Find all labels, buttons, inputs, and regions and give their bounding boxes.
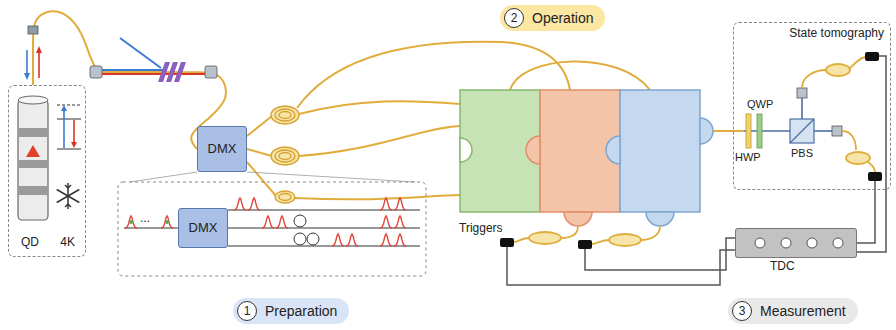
photon-pulse [161,216,173,228]
snowflake-symbol [57,183,80,209]
fiber-spool [271,106,299,203]
operation-puzzle [460,90,713,226]
step-badge: 2 Operation [500,5,605,31]
step-number: 3 [732,301,752,321]
step-title: Operation [532,10,593,26]
photon-dot [165,220,169,224]
device-label: TDC [770,260,795,274]
photon-pulse [332,234,344,246]
photon-pulse [276,216,288,228]
demultiplexer-box: DMX [197,126,247,172]
device-label: DMX [189,221,218,236]
demultiplexer-box: DMX [178,208,228,248]
step-title: Preparation [265,303,337,319]
component-label: HWP [734,152,762,163]
photon-pulse [248,198,260,210]
photon-pulse [380,234,392,246]
component-label: Triggers [458,222,504,234]
photon-dot [129,220,133,224]
tdc-box: TDC [735,228,857,258]
tdc-body [735,228,857,258]
component-label: QWP [746,99,774,110]
photon-pulse [394,234,406,246]
photon-pulse [125,216,137,228]
step-title: Measurement [760,303,846,319]
temperature-label: 4K [60,236,75,250]
filter-optics [90,38,217,82]
step-badge: 3 Measurement [728,298,858,324]
ellipsis-mark: ... [139,212,151,224]
step-number: 2 [504,8,524,28]
cryostat-region: QD 4K [8,85,86,257]
energy-level-diagram [57,105,81,149]
signal-cable [857,190,875,243]
photon-pulse [380,216,392,228]
photon-pulse [234,198,246,210]
dmx-inset [118,172,426,276]
tomography-optics [744,57,875,172]
photon-pulse [394,198,406,210]
signal-wire [507,56,886,285]
photon-pulse [262,216,274,228]
cryostat-illustration [18,26,48,220]
photon-pulse [380,198,392,210]
step-number: 1 [237,301,257,321]
step-badge: 1 Preparation [233,298,349,324]
region-title: State tomography [789,27,884,41]
device-label: QD [21,236,39,250]
component-label: PBS [790,148,814,159]
photon-pulse [346,234,358,246]
device-label: DMX [208,142,237,157]
detector-symbol [500,52,882,249]
photon-pulse [394,216,406,228]
